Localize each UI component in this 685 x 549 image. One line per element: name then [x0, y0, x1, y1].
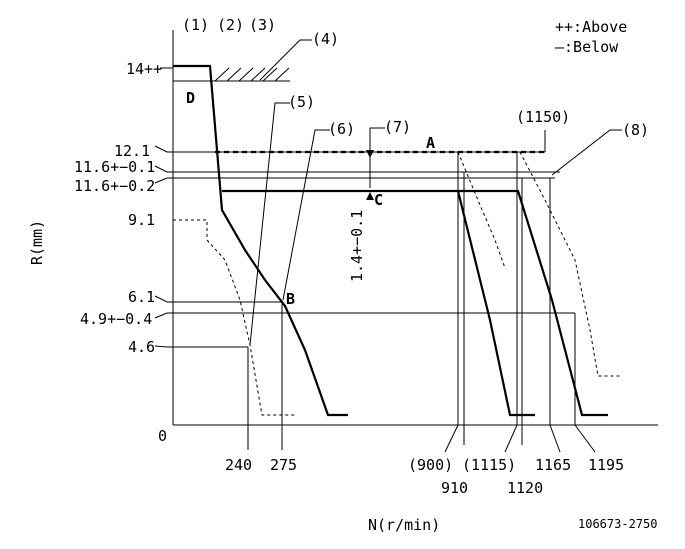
ref-line-6-1 [154, 295, 283, 303]
arrow-down-icon [366, 150, 374, 158]
y-tick-11-6-b: 11.6+−0.2 [74, 177, 155, 195]
leader-6 [282, 129, 330, 301]
y-tick-14: 14++ [126, 60, 162, 78]
leader-5 [249, 102, 290, 346]
callout-7: (7) [384, 118, 411, 136]
y-tick-12-1: 12.1 [114, 142, 150, 160]
callout-5: (5) [288, 93, 315, 111]
x-tick-275: 275 [270, 456, 297, 474]
arrow-up-icon [366, 192, 374, 200]
callout-1: (1) [182, 16, 209, 34]
ref-line-4-9 [154, 312, 575, 319]
ref-line-12-1 [154, 145, 545, 153]
callout-4: (4) [312, 30, 339, 48]
point-a: A [426, 134, 435, 152]
point-c: C [374, 191, 383, 209]
curve-solid-high [458, 189, 608, 417]
y-tick-0: 0 [158, 427, 167, 445]
ref-line-4-6 [154, 345, 248, 348]
leader-8 [551, 129, 622, 176]
x-tick-1195: 1195 [588, 456, 624, 474]
x-tick-1120: 1120 [507, 479, 543, 497]
callout-8: (8) [622, 121, 649, 139]
ref-line-11-6-a [154, 165, 560, 173]
callout-6: (6) [328, 120, 355, 138]
x-axis-label: N(r/min) [368, 516, 440, 534]
y-tick-11-6-a: 11.6+−0.1 [74, 158, 155, 176]
callout-3: (3) [249, 16, 276, 34]
y-tick-6-1: 6.1 [128, 288, 155, 306]
legend-above: ++:Above [555, 18, 627, 36]
y-axis-label: R(mm) [28, 220, 46, 265]
callout-2: (2) [217, 16, 244, 34]
x-tick-1115: (1115) [462, 456, 516, 474]
y-tick-4-6: 4.6 [128, 338, 155, 356]
curve-solid-mid [222, 189, 535, 417]
y-tick-9-1: 9.1 [128, 211, 155, 229]
x-tick-240: 240 [225, 456, 252, 474]
curve-dashed-low [173, 219, 297, 416]
curve-dashed-high [519, 151, 622, 377]
x-tick-910: 910 [441, 479, 468, 497]
x-tick-1165: 1165 [535, 456, 571, 474]
x-tick-900: (900) [408, 456, 453, 474]
callout-1150: (1150) [516, 108, 570, 126]
dimension-value: 1.4+−0.1 [348, 210, 366, 282]
legend-below: —:Below [555, 38, 619, 56]
hatch-marks [214, 67, 290, 82]
point-d: D [186, 89, 195, 107]
leader-4 [259, 39, 312, 81]
ref-line-11-6-b [154, 177, 555, 184]
point-b: B [286, 290, 295, 308]
curve-dashed-mid [457, 151, 506, 269]
curve-solid-low [173, 64, 348, 417]
y-tick-4-9: 4.9+−0.4 [80, 310, 152, 328]
document-id: 106673-2750 [578, 517, 657, 531]
leader-7 [369, 127, 385, 140]
